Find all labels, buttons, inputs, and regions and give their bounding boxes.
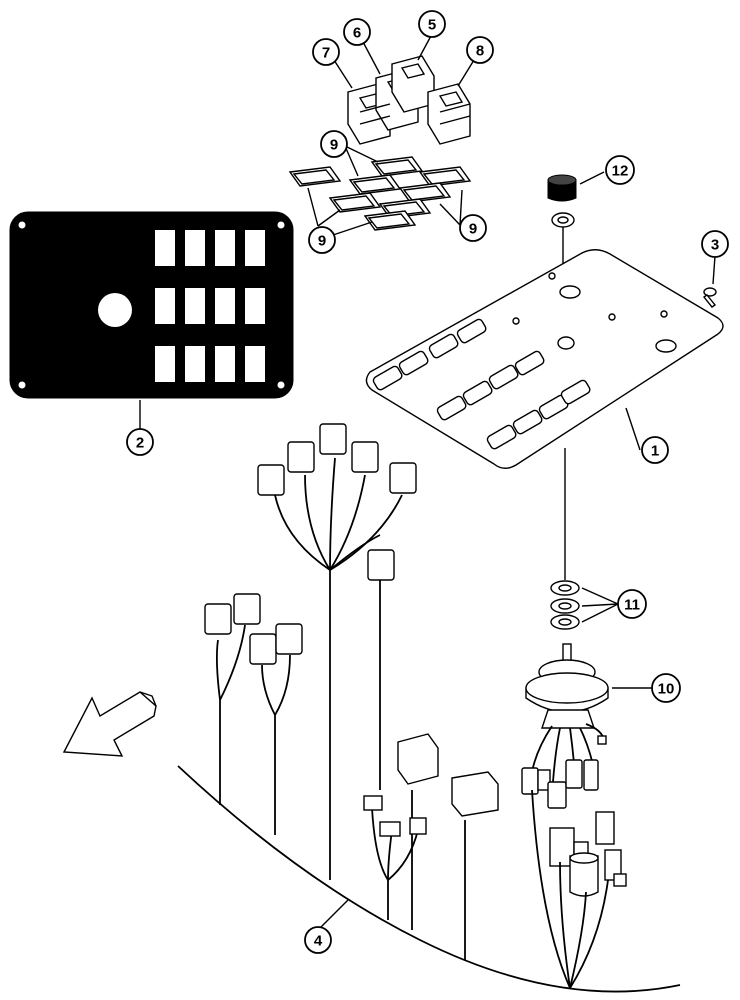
- svg-text:10: 10: [658, 681, 675, 698]
- svg-text:12: 12: [612, 163, 629, 180]
- svg-text:1: 1: [651, 443, 659, 460]
- svg-text:9: 9: [469, 221, 477, 238]
- callout-3: 3: [701, 230, 729, 258]
- svg-text:5: 5: [428, 17, 436, 34]
- svg-text:8: 8: [476, 43, 484, 60]
- main-wire-harness: [177, 423, 681, 993]
- rotary-switch: [525, 643, 609, 729]
- svg-text:4: 4: [314, 933, 323, 950]
- washer-stack: [550, 580, 580, 630]
- callout-1: 1: [641, 436, 669, 464]
- callout-5: 5: [418, 10, 446, 38]
- svg-text:9: 9: [330, 137, 338, 154]
- svg-text:2: 2: [136, 435, 144, 452]
- direction-arrow-icon: [62, 691, 157, 757]
- callout-11: 11: [617, 589, 647, 619]
- callout-2: 2: [126, 428, 154, 456]
- rocker-switch-group: [347, 55, 471, 145]
- hex-nut: [551, 212, 575, 228]
- svg-text:9: 9: [318, 233, 326, 250]
- svg-text:7: 7: [322, 45, 330, 62]
- svg-text:3: 3: [711, 237, 719, 254]
- callout-9b: 9: [308, 226, 336, 254]
- svg-text:6: 6: [353, 25, 361, 42]
- callout-8: 8: [466, 36, 494, 64]
- svg-text:11: 11: [624, 597, 640, 614]
- rotary-switch-harness: [521, 723, 627, 897]
- callout-9c: 9: [459, 214, 487, 242]
- callout-6: 6: [343, 18, 371, 46]
- switch-panel-plate: [9, 211, 294, 399]
- mounting-plate: [365, 249, 724, 469]
- callout-12: 12: [605, 155, 635, 185]
- switch-lens-group: [288, 156, 472, 231]
- callout-10: 10: [651, 673, 681, 703]
- screw: [702, 255, 717, 308]
- callout-4: 4: [304, 926, 332, 954]
- callout-7: 7: [312, 38, 340, 66]
- selector-knob: [547, 174, 577, 202]
- callout-9a: 9: [320, 130, 348, 158]
